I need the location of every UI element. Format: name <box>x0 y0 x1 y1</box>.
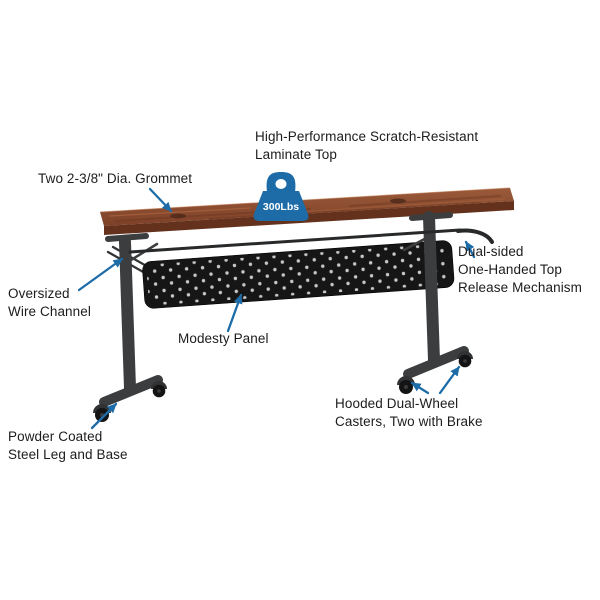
weight-capacity-text: 300Lbs <box>263 201 299 213</box>
caster-right-rear <box>457 351 473 368</box>
weight-body <box>253 191 309 221</box>
release-handle <box>456 228 494 244</box>
right-leg-foot <box>403 346 469 379</box>
arrow-leg-base <box>90 402 118 430</box>
label-wire-channel: Oversized Wire Channel <box>8 286 91 319</box>
arrow-caster-front <box>410 381 430 395</box>
table-top <box>99 187 514 235</box>
label-modesty-panel: Modesty Panel <box>178 331 269 346</box>
label-leg-base: Powder Coated Steel Leg and Base <box>8 429 128 462</box>
release-bar <box>128 228 462 254</box>
arrow-grommet <box>148 187 173 213</box>
caster-right-front <box>397 376 415 394</box>
weight-handle-hole <box>275 179 287 189</box>
caster-left-rear <box>151 381 167 398</box>
arrow-modesty-panel <box>226 293 243 333</box>
left-leg-foot <box>99 375 163 407</box>
label-release-mechanism: Dual-sided One-Handed Top Release Mechan… <box>458 244 583 295</box>
casters <box>93 351 473 422</box>
arrow-wire-channel <box>77 257 124 292</box>
label-laminate-top: High-Performance Scratch-Resistant Lamin… <box>255 129 479 162</box>
release-mechanism <box>128 228 494 254</box>
arrow-caster-rear <box>438 365 461 395</box>
left-leg-column <box>119 236 136 394</box>
grommet-right <box>390 198 406 204</box>
label-casters: Hooded Dual-Wheel Casters, Two with Brak… <box>335 396 483 429</box>
weight-capacity-icon: 300Lbs <box>253 172 309 221</box>
grommet-left <box>170 213 186 219</box>
arrow-release-mechanism <box>464 240 476 259</box>
caster-left-front <box>93 404 111 422</box>
modesty-panel <box>142 240 455 309</box>
label-grommet: Two 2-3/8" Dia. Grommet <box>38 171 193 186</box>
steel-legs <box>99 211 469 407</box>
right-leg-column <box>423 211 440 366</box>
right-leg-brace <box>402 234 432 252</box>
callout-arrows <box>77 187 476 430</box>
